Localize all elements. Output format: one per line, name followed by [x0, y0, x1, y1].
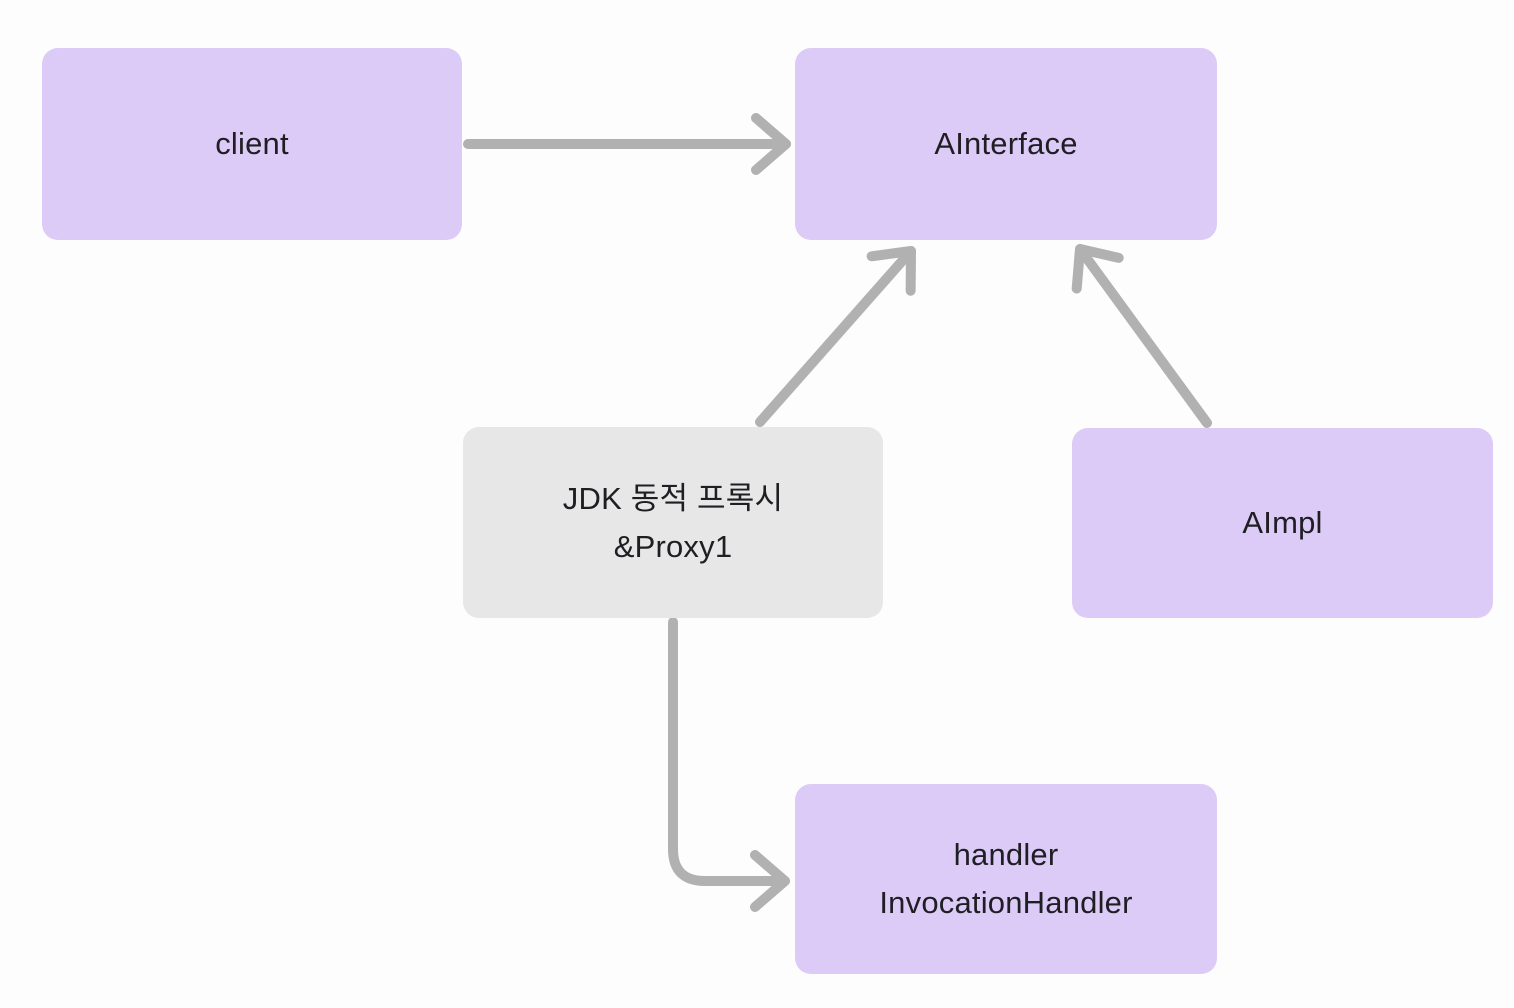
node-handler: handler InvocationHandler	[795, 784, 1217, 974]
node-jdk-dynamic-proxy: JDK 동적 프록시 &Proxy1	[463, 427, 883, 618]
node-jdk-dynamic-proxy-label-2: &Proxy1	[613, 528, 733, 564]
node-handler-label: handler	[953, 837, 1059, 872]
arrow-aimpl-to-ainterface	[1071, 244, 1212, 428]
node-aimpl: AImpl	[1072, 428, 1493, 618]
node-ainterface: AInterface	[795, 48, 1217, 240]
arrow-jdkproxy-to-ainterface	[755, 246, 916, 427]
node-handler-label-2: InvocationHandler	[879, 885, 1133, 920]
arrow-jdkproxy-to-handler	[668, 617, 790, 912]
node-client-label: client	[215, 126, 289, 161]
node-client: client	[42, 48, 462, 240]
node-jdk-dynamic-proxy-label: JDK 동적 프록시	[562, 480, 784, 516]
node-aimpl-label: AImpl	[1242, 505, 1323, 540]
node-ainterface-label: AInterface	[934, 126, 1078, 161]
